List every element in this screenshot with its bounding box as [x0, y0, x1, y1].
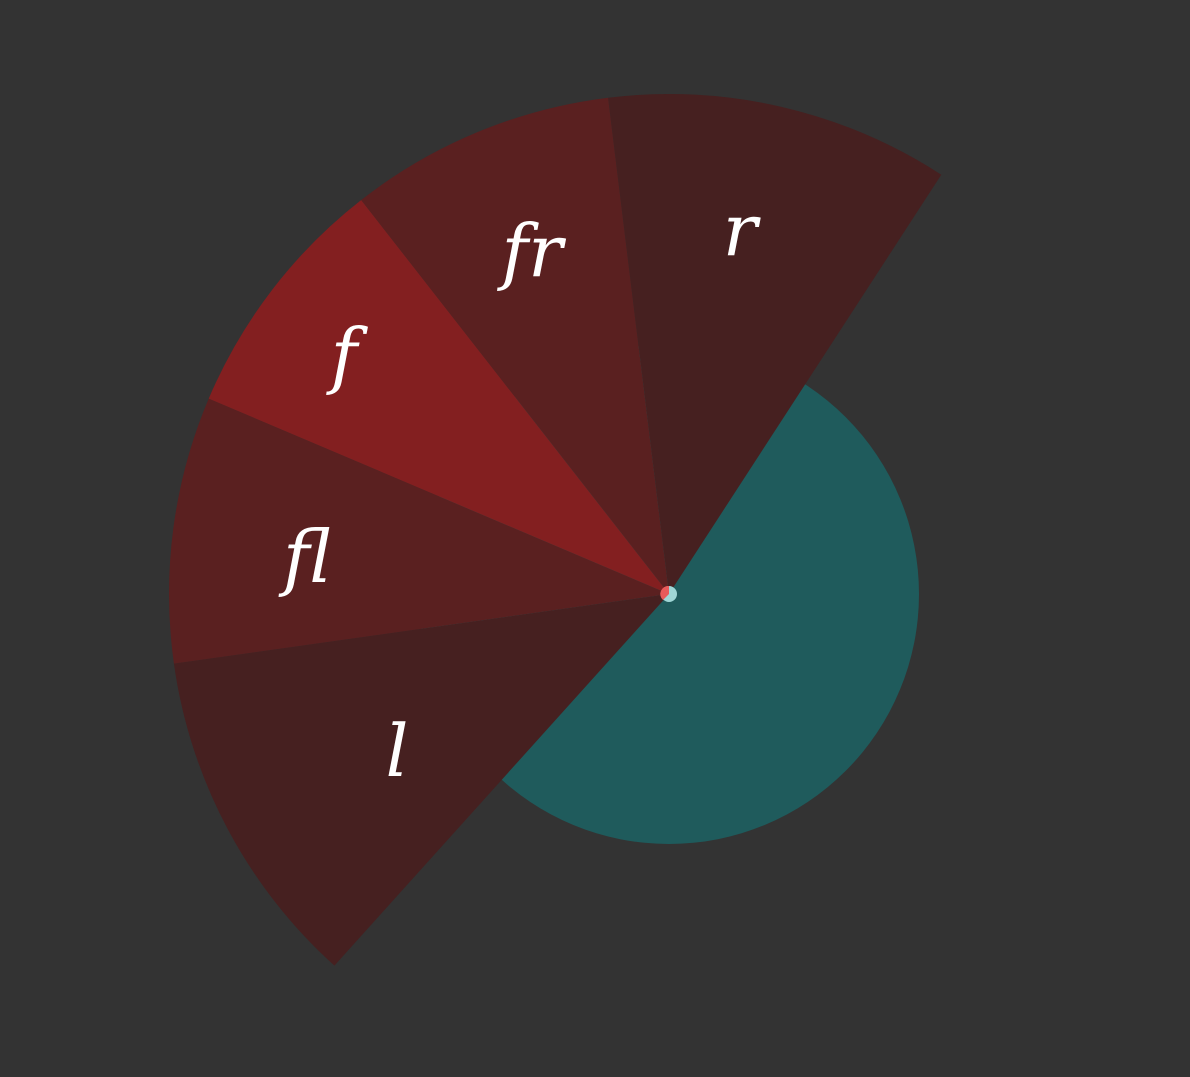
sector-l — [173, 594, 669, 966]
sector-r — [608, 93, 942, 595]
sector-fr — [361, 97, 669, 594]
sector-label-l: l — [385, 709, 408, 793]
sector-label-fr: fr — [496, 209, 566, 293]
sectors-layer — [169, 93, 942, 966]
labels-layer: l fl f fr r — [278, 188, 761, 793]
sector-label-fl: fl — [278, 515, 331, 599]
sector-label-r: r — [723, 188, 761, 272]
sector-f — [208, 200, 669, 594]
center-dot-accent — [660, 585, 669, 600]
sector-fl — [169, 398, 670, 664]
